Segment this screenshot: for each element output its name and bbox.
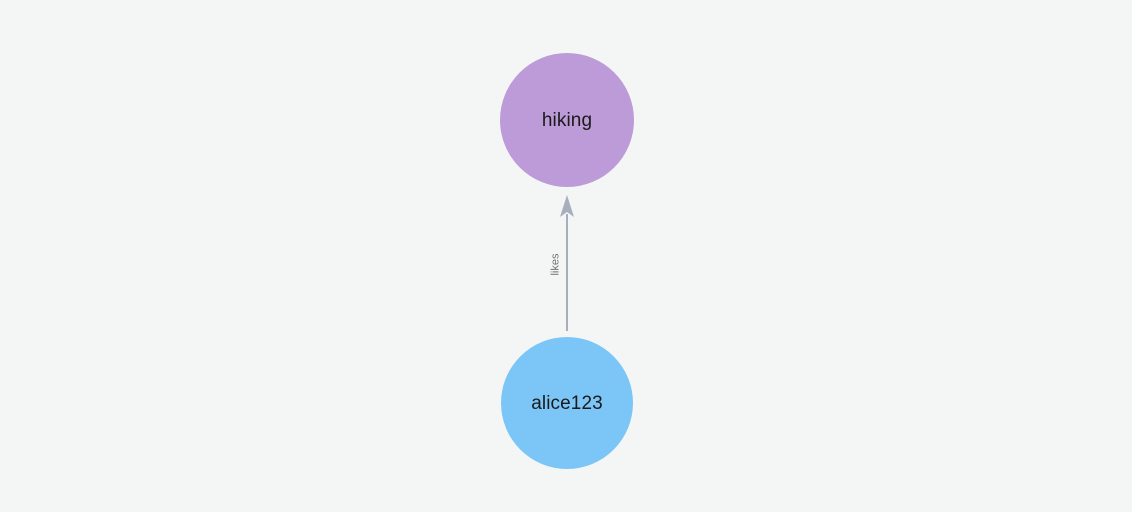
arrow-head-icon — [560, 195, 574, 217]
graph-node-alice123[interactable]: alice123 — [501, 337, 633, 469]
node-circle-alice123 — [501, 337, 633, 469]
edge-label-likes: likes — [549, 253, 562, 276]
node-label-hiking: hiking — [541, 109, 593, 131]
edge-alice123-likes-hiking[interactable] — [560, 195, 574, 331]
node-label-alice123: alice123 — [531, 392, 603, 414]
graph-node-hiking[interactable]: hiking — [500, 53, 634, 187]
node-circle-hiking — [500, 53, 634, 187]
